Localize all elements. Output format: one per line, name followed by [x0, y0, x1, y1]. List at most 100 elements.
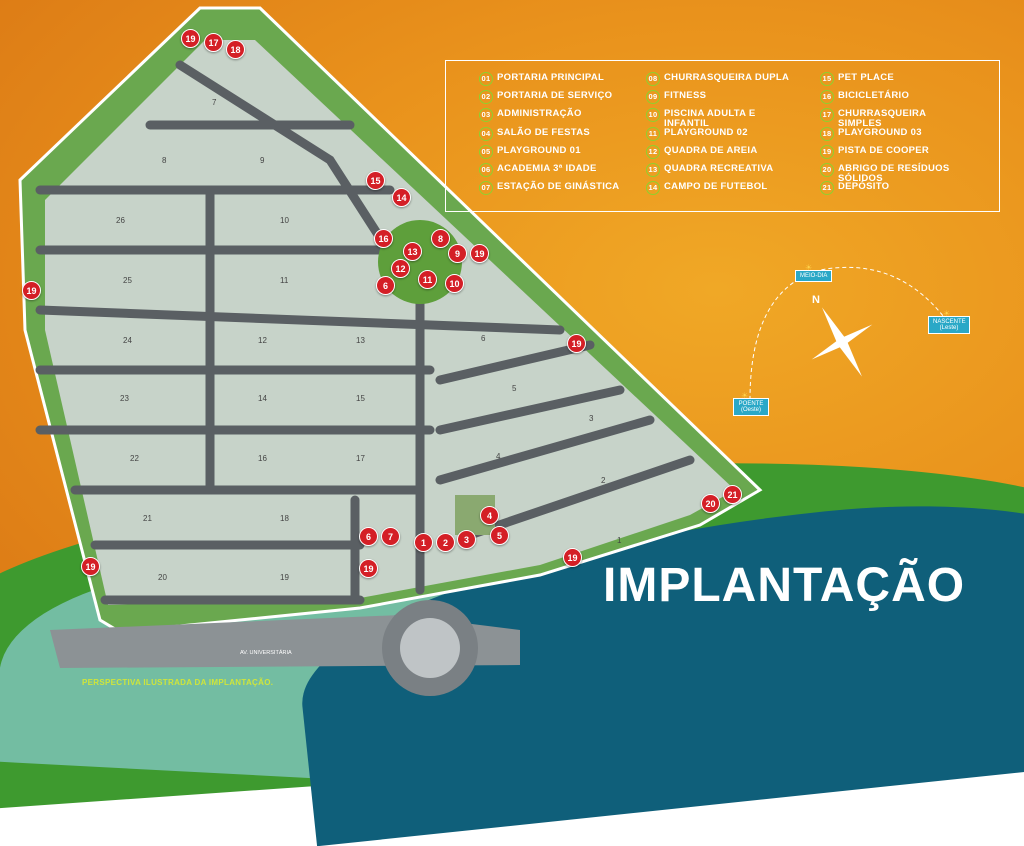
- amenity-marker[interactable]: 19: [563, 548, 582, 567]
- legend-text: PISCINA ADULTA E INFANTIL: [664, 108, 756, 130]
- road-label: AV. UNIVERSITÁRIA: [240, 650, 292, 656]
- block-number: 10: [280, 216, 289, 225]
- legend-text: BICICLETÁRIO: [838, 90, 910, 102]
- legend-text: ACADEMIA 3ª IDADE: [497, 162, 597, 174]
- amenity-marker[interactable]: 10: [445, 274, 464, 293]
- legend-number: 11: [646, 126, 660, 141]
- amenity-marker[interactable]: 20: [701, 494, 720, 513]
- legend-number: 07: [479, 181, 493, 196]
- legend-text: PISTA DE COOPER: [838, 144, 930, 156]
- block-number: 7: [212, 98, 217, 107]
- legend-number: 06: [479, 162, 493, 177]
- legend-number: 09: [646, 90, 660, 105]
- legend-text: PLAYGROUND 01: [497, 144, 581, 156]
- block-number: 3: [589, 414, 594, 423]
- amenity-marker[interactable]: 9: [448, 244, 467, 263]
- amenity-marker[interactable]: 19: [22, 281, 41, 300]
- legend-item: 11 PLAYGROUND 02: [646, 126, 794, 146]
- sun-icon: ☀: [943, 309, 951, 318]
- legend-number: 01: [479, 72, 493, 86]
- legend-item: 06 ACADEMIA 3ª IDADE: [479, 162, 627, 182]
- amenity-marker[interactable]: 19: [81, 557, 100, 576]
- amenity-marker[interactable]: 5: [490, 526, 509, 545]
- legend-text: SALÃO DE FESTAS: [497, 126, 590, 138]
- legend-item: 16 BICICLETÁRIO: [820, 90, 968, 109]
- legend-number: 03: [479, 108, 493, 123]
- amenity-marker[interactable]: 19: [567, 334, 586, 353]
- legend-text: ESTAÇÃO DE GINÁSTICA: [497, 181, 620, 193]
- site-plan-map: [20, 8, 760, 696]
- legend-number: 10: [646, 108, 660, 123]
- amenity-marker[interactable]: 6: [359, 527, 378, 546]
- block-number: 17: [356, 454, 365, 463]
- block-number: 11: [280, 276, 289, 285]
- amenity-marker[interactable]: 19: [470, 244, 489, 263]
- block-number: 19: [280, 573, 289, 582]
- legend-item: 10 PISCINA ADULTA E INFANTIL: [646, 108, 794, 130]
- legend-text: DEPÓSITO: [838, 181, 890, 193]
- amenity-marker[interactable]: 12: [391, 259, 410, 278]
- legend-text: QUADRA RECREATIVA: [664, 162, 774, 174]
- page-title: IMPLANTAÇÃO: [603, 559, 966, 612]
- amenity-marker[interactable]: 8: [431, 229, 450, 248]
- amenity-marker[interactable]: 18: [226, 40, 245, 59]
- legend-item: 14 CAMPO DE FUTEBOL: [646, 181, 794, 200]
- amenity-marker[interactable]: 11: [418, 270, 437, 289]
- legend-number: 14: [646, 181, 660, 196]
- amenity-marker[interactable]: 7: [381, 527, 400, 546]
- amenity-marker[interactable]: 3: [457, 530, 476, 549]
- sun-icon: ☀: [741, 391, 749, 400]
- legend-number: 18: [820, 126, 834, 141]
- amenity-marker[interactable]: 16: [374, 229, 393, 248]
- legend-item: 19 PISTA DE COOPER: [820, 144, 968, 164]
- amenity-marker[interactable]: 15: [366, 171, 385, 190]
- legend-text: PORTARIA PRINCIPAL: [497, 72, 605, 83]
- block-number: 2: [601, 476, 606, 485]
- amenity-marker[interactable]: 14: [392, 188, 411, 207]
- block-number: 6: [481, 334, 486, 343]
- block-number: 1: [617, 536, 622, 545]
- block-number: 8: [162, 156, 167, 165]
- block-number: 26: [116, 216, 125, 225]
- block-number: 24: [123, 336, 132, 345]
- block-number: 5: [512, 384, 517, 393]
- legend-number: 19: [820, 144, 834, 159]
- amenity-marker[interactable]: 13: [403, 242, 422, 261]
- legend-number: 15: [820, 72, 834, 86]
- legend-number: 21: [820, 181, 834, 196]
- amenity-marker[interactable]: 19: [181, 29, 200, 48]
- amenity-marker[interactable]: 6: [376, 276, 395, 295]
- legend-item: 18 PLAYGROUND 03: [820, 126, 968, 146]
- amenity-marker[interactable]: 19: [359, 559, 378, 578]
- legend-item: 21 DEPÓSITO: [820, 181, 968, 200]
- sun-path-diagram: [749, 266, 951, 401]
- amenity-marker[interactable]: 1: [414, 533, 433, 552]
- amenity-marker[interactable]: 21: [723, 485, 742, 504]
- legend-number: 02: [479, 90, 493, 105]
- legend-item: 01 PORTARIA PRINCIPAL: [479, 72, 627, 91]
- block-number: 12: [258, 336, 267, 345]
- block-number: 18: [280, 514, 289, 523]
- amenity-marker[interactable]: 17: [204, 33, 223, 52]
- legend-text: CAMPO DE FUTEBOL: [664, 181, 768, 193]
- block-number: 22: [130, 454, 139, 463]
- compass-rose-icon: [811, 307, 873, 377]
- amenity-marker[interactable]: 4: [480, 506, 499, 525]
- block-number: 16: [258, 454, 267, 463]
- legend-text: ABRIGO DE RESÍDUOS SÓLIDOS: [838, 162, 950, 184]
- legend-text: FITNESS: [664, 90, 707, 102]
- legend-number: 16: [820, 90, 834, 105]
- block-number: 25: [123, 276, 132, 285]
- legend-text: PLAYGROUND 02: [664, 126, 748, 138]
- legend-text: QUADRA DE AREIA: [664, 144, 758, 156]
- amenity-marker[interactable]: 2: [436, 533, 455, 552]
- block-number: 20: [158, 573, 167, 582]
- legend-text: PLAYGROUND 03: [838, 126, 922, 138]
